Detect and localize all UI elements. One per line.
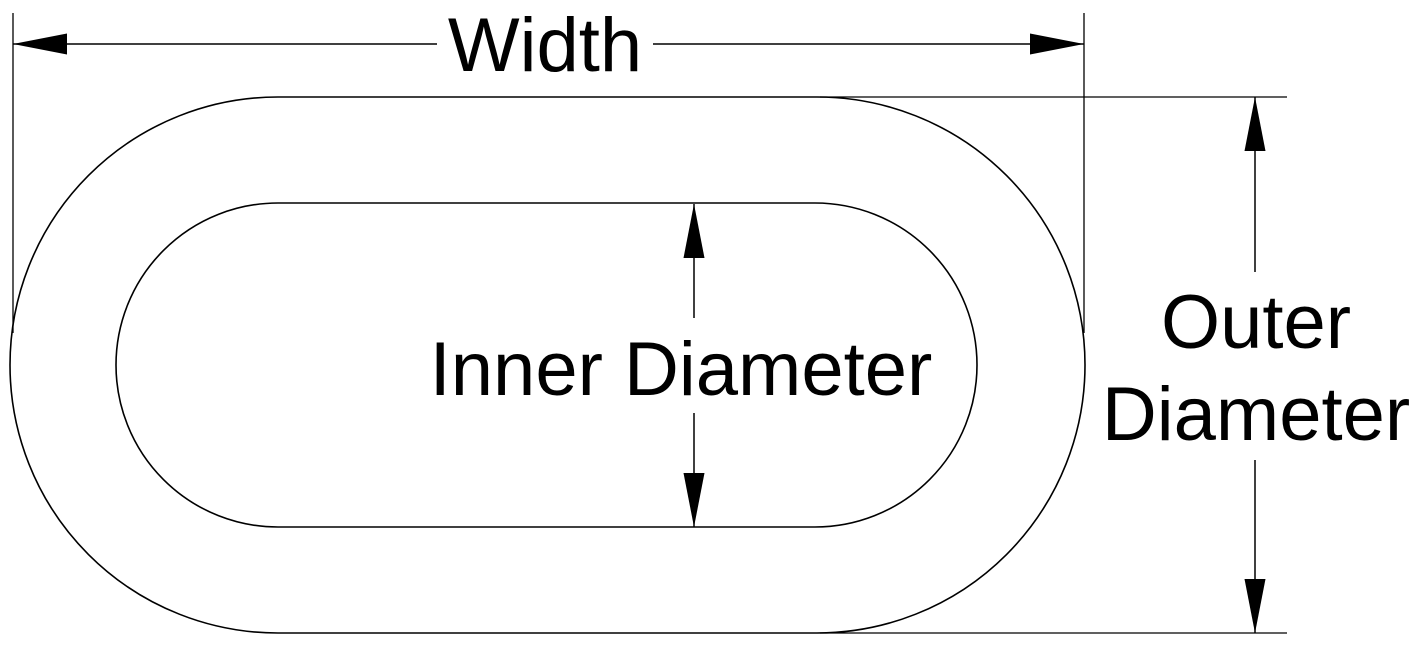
arrow-up-icon (683, 204, 705, 258)
arrow-up-icon (1244, 97, 1266, 151)
outer-diameter-label-line2: Diameter (1102, 372, 1410, 457)
inner-diameter-label: Inner Diameter (430, 327, 933, 412)
inner-ring-outline (115, 202, 978, 528)
outer-diameter-label-line1: Outer (1161, 280, 1351, 365)
outer-ring-outline (9, 96, 1086, 634)
width-label: Width (448, 3, 642, 88)
arrow-left-icon (13, 33, 67, 55)
arrow-down-icon (1244, 579, 1266, 633)
arrow-right-icon (1030, 33, 1084, 55)
arrow-down-icon (683, 473, 705, 527)
